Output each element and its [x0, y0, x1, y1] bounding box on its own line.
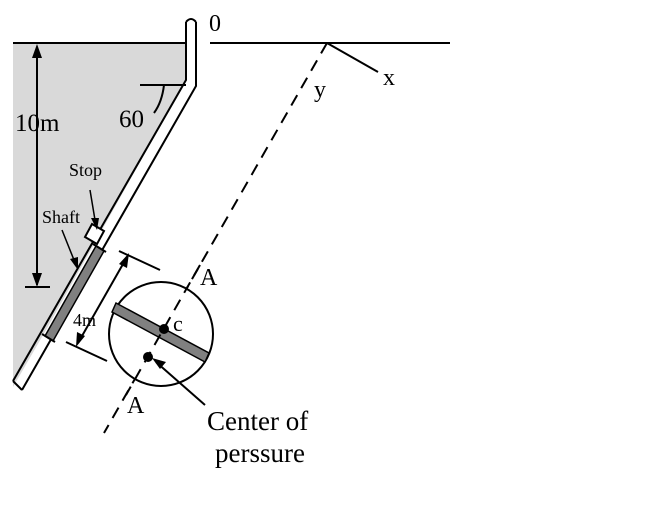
section-label-top: A: [200, 265, 218, 291]
center-of-pressure-label-line1: Center of: [207, 406, 308, 436]
cop-pointer: [155, 361, 206, 406]
diameter-label: 4m: [73, 310, 96, 330]
centroid-dot: [159, 324, 169, 334]
centroid-label: c: [173, 311, 183, 336]
diameter-arrow-top: [119, 253, 129, 268]
stop-block: [83, 222, 106, 246]
y-axis-dashed-over-gate: [125, 264, 201, 396]
depth-dimension: [25, 48, 50, 288]
origin-label: 0: [209, 11, 221, 37]
diameter-dimension: [65, 250, 161, 362]
stop-label: Stop: [69, 160, 102, 180]
shaft-pointer-arrow: [70, 257, 78, 270]
angle-arc: [153, 84, 165, 114]
y-axis-dashed: [103, 42, 328, 434]
gate-end-tick-top: [92, 243, 107, 253]
depth-label: 10m: [15, 110, 60, 137]
center-of-pressure-label-line2: perssure: [215, 438, 305, 468]
gate-end-tick-bottom: [41, 333, 56, 343]
y-axis-label: y: [314, 77, 326, 103]
angle-label: 60: [119, 106, 144, 133]
section-label-bottom: A: [127, 393, 145, 419]
x-axis: [326, 42, 379, 73]
depth-arrow-top: [32, 44, 42, 58]
shaft-label: Shaft: [42, 207, 80, 227]
cop-pointer-arrow: [152, 358, 166, 369]
x-axis-label: x: [383, 65, 395, 91]
depth-arrow-bottom: [32, 273, 42, 287]
stop-pointer-arrow: [91, 218, 99, 230]
center-of-pressure-dot: [143, 352, 153, 362]
diameter-arrow-bottom: [76, 332, 85, 347]
water-region: [13, 43, 186, 387]
